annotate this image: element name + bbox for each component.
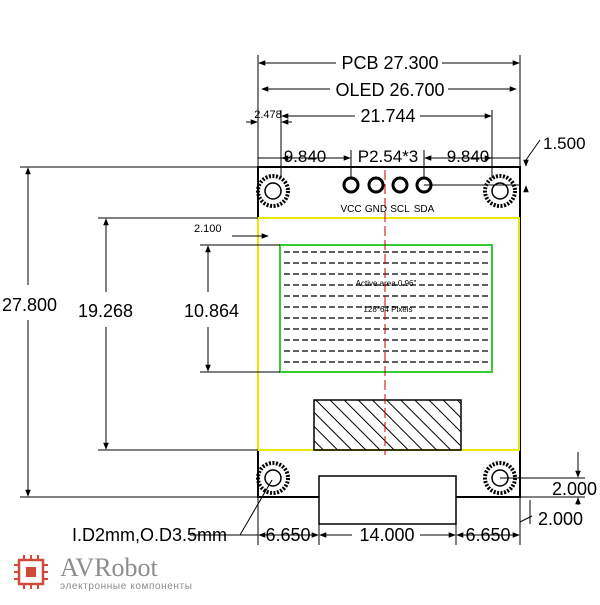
dim-pitch-left: 9.840 [284,147,327,166]
avrobot-logo: AVRobot электронные компоненты [14,553,193,592]
dim-top-offset: 2.100 [194,223,222,235]
bottom-dimensions [190,452,585,545]
dim-pcb-width: PCB 27.300 [341,53,438,73]
dim-active-height: 10.864 [184,301,239,321]
pin-label-vcc: VCC [340,204,361,215]
mounting-hole-top-left-icon [256,174,290,208]
dim-hole-note: I.D2mm,O.D3.5mm [72,525,227,545]
dim-oled-height: 19.268 [78,301,133,321]
logo-tagline: электронные компоненты [60,581,193,592]
header-pins: VCC GND SCL SDA [340,176,435,215]
logo-name: AVRobot [60,553,159,582]
dim-pin-pitch: P2.54*3 [358,147,419,166]
fpc-hatched-area [313,399,462,451]
dim-bottom-v1: 2.000 [552,479,597,499]
dim-right-offset: 1.500 [543,134,586,153]
dim-total-height: 27.800 [2,295,57,315]
active-area: Active area 0.96" 128*64 Pixels [279,244,493,373]
active-area-label: Active area 0.96" [356,279,417,288]
top-dimensions [246,55,541,193]
pin-label-gnd: GND [365,204,387,215]
chip-icon [14,555,48,589]
left-dimensions [20,166,280,498]
dim-left-offset: 2.478 [254,109,282,121]
dim-inner-width: 21.744 [360,106,415,126]
dim-bottom-right: 6.650 [465,525,510,545]
dim-oled-width: OLED 26.700 [335,80,444,100]
active-area-pixels: 128*64 Pixels [364,305,413,314]
mounting-hole-bottom-left-icon [256,461,290,495]
pin-label-scl: SCL [390,204,410,215]
dim-bottom-v2: 2.000 [538,509,583,529]
dim-bottom-mid: 14.000 [359,525,414,545]
bottom-tab [318,475,457,525]
dim-bottom-left: 6.650 [265,525,310,545]
dim-pitch-right: 9.840 [447,147,490,166]
mounting-hole-top-right-icon [483,174,517,208]
pin-label-sda: SDA [414,204,435,215]
